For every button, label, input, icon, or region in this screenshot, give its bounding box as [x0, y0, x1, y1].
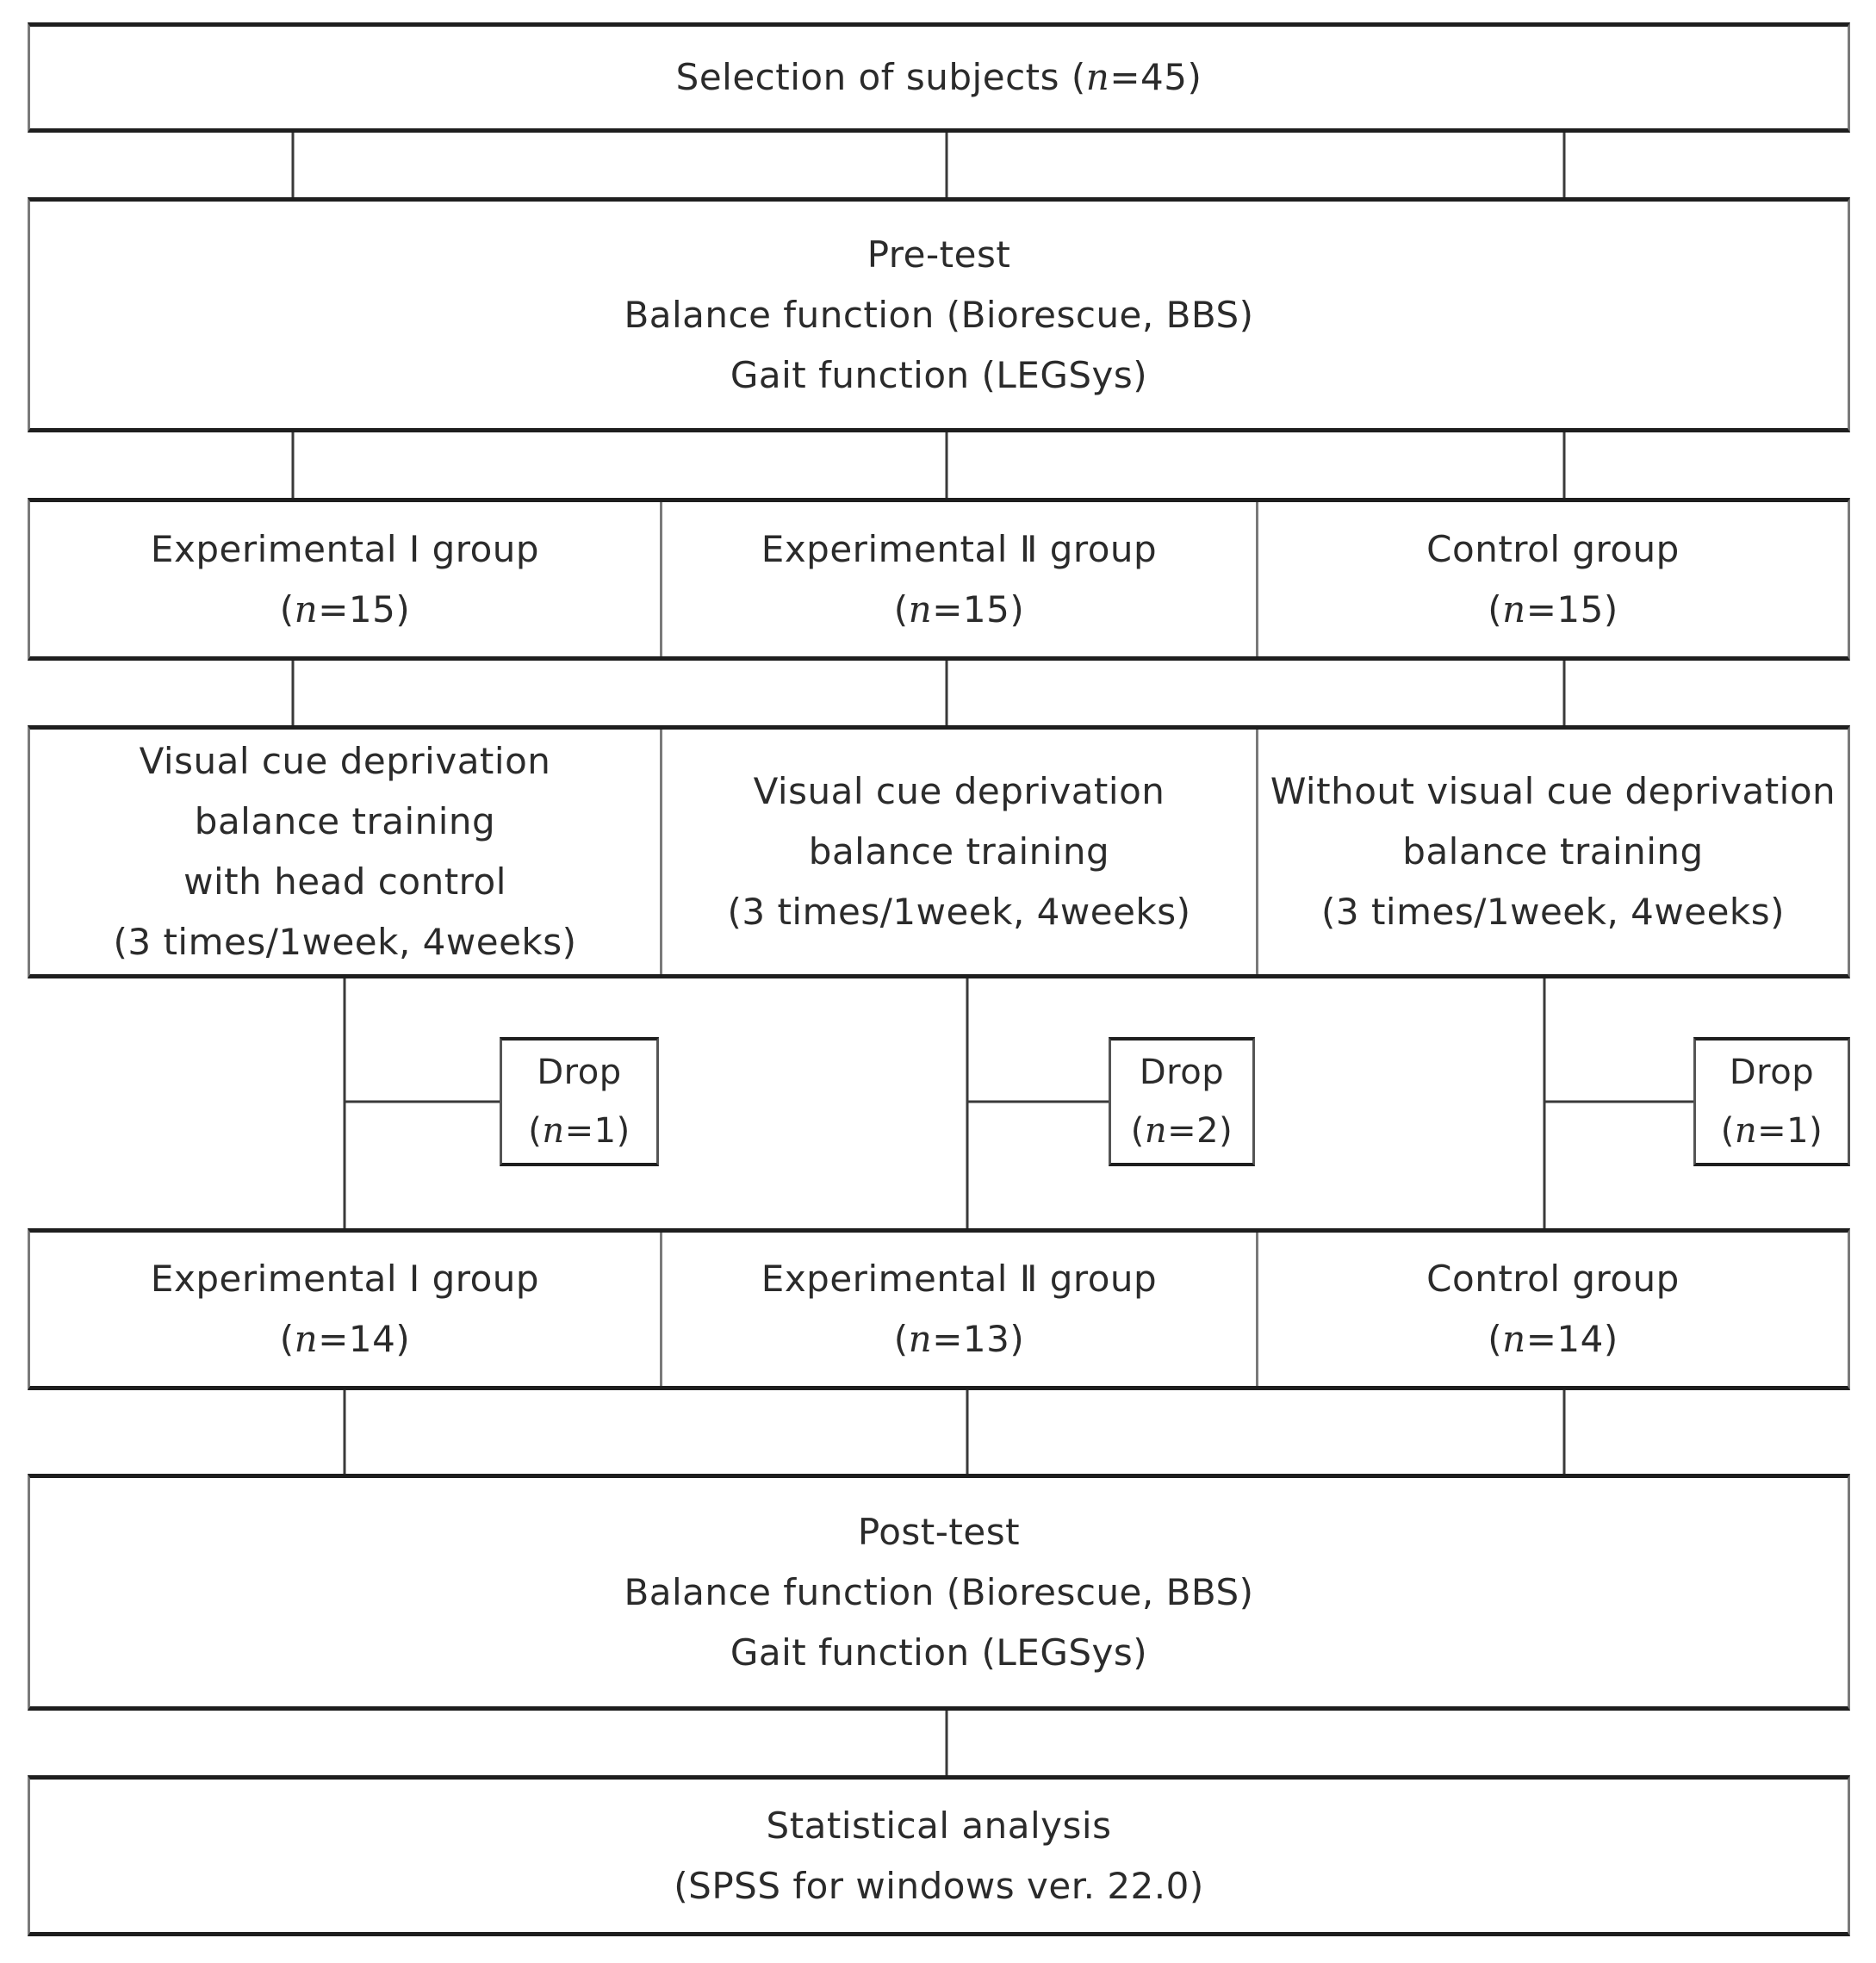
group-initial-exp1: Experimental Ⅰ group (n=15)	[150, 527, 540, 631]
drop-box-exp1: Drop (n=1)	[500, 1037, 659, 1166]
intervention-exp2: Visual cue deprivation balance training …	[727, 770, 1191, 933]
groups-initial-row: Experimental Ⅰ group (n=15) Experimental…	[28, 498, 1850, 661]
interventions-row: Visual cue deprivation balance training …	[28, 725, 1850, 978]
posttest-balance: Balance function (Biorescue, BBS)	[624, 1570, 1254, 1613]
selection-text: Selection of subjects (n=45)	[675, 56, 1202, 98]
selection-box: Selection of subjects (n=45)	[28, 22, 1850, 133]
groups-final-row: Experimental Ⅰ group (n=14) Experimental…	[28, 1228, 1850, 1390]
group-final-control: Control group (n=14)	[1426, 1258, 1680, 1360]
column-divider	[1256, 502, 1258, 656]
intervention-control: Without visual cue deprivation balance t…	[1270, 770, 1836, 933]
column-divider	[1256, 730, 1258, 974]
pretest-box: Pre-test Balance function (Biorescue, BB…	[28, 197, 1850, 432]
column-divider	[660, 1233, 662, 1386]
column-divider	[660, 502, 662, 656]
group-final-exp1: Experimental Ⅰ group (n=14)	[150, 1258, 540, 1360]
drop-box-control: Drop (n=1)	[1693, 1037, 1850, 1166]
posttest-gait: Gait function (LEGSys)	[730, 1631, 1148, 1674]
intervention-exp1: Visual cue deprivation balance training …	[113, 740, 577, 963]
pretest-title: Pre-test	[867, 233, 1011, 276]
drop-box-exp2: Drop (n=2)	[1109, 1037, 1255, 1166]
group-initial-control: Control group (n=15)	[1426, 527, 1680, 631]
pretest-gait: Gait function (LEGSys)	[730, 353, 1148, 396]
column-divider	[1256, 1233, 1258, 1386]
posttest-box: Post-test Balance function (Biorescue, B…	[28, 1474, 1850, 1711]
group-final-exp2: Experimental Ⅱ group (n=13)	[761, 1258, 1158, 1360]
group-initial-exp2: Experimental Ⅱ group (n=15)	[761, 527, 1158, 631]
column-divider	[660, 730, 662, 974]
analysis-box: Statistical analysis (SPSS for windows v…	[28, 1775, 1850, 1936]
analysis-software: (SPSS for windows ver. 22.0)	[674, 1864, 1204, 1907]
pretest-balance: Balance function (Biorescue, BBS)	[624, 293, 1254, 336]
analysis-title: Statistical analysis	[766, 1804, 1112, 1847]
posttest-title: Post-test	[857, 1510, 1021, 1553]
